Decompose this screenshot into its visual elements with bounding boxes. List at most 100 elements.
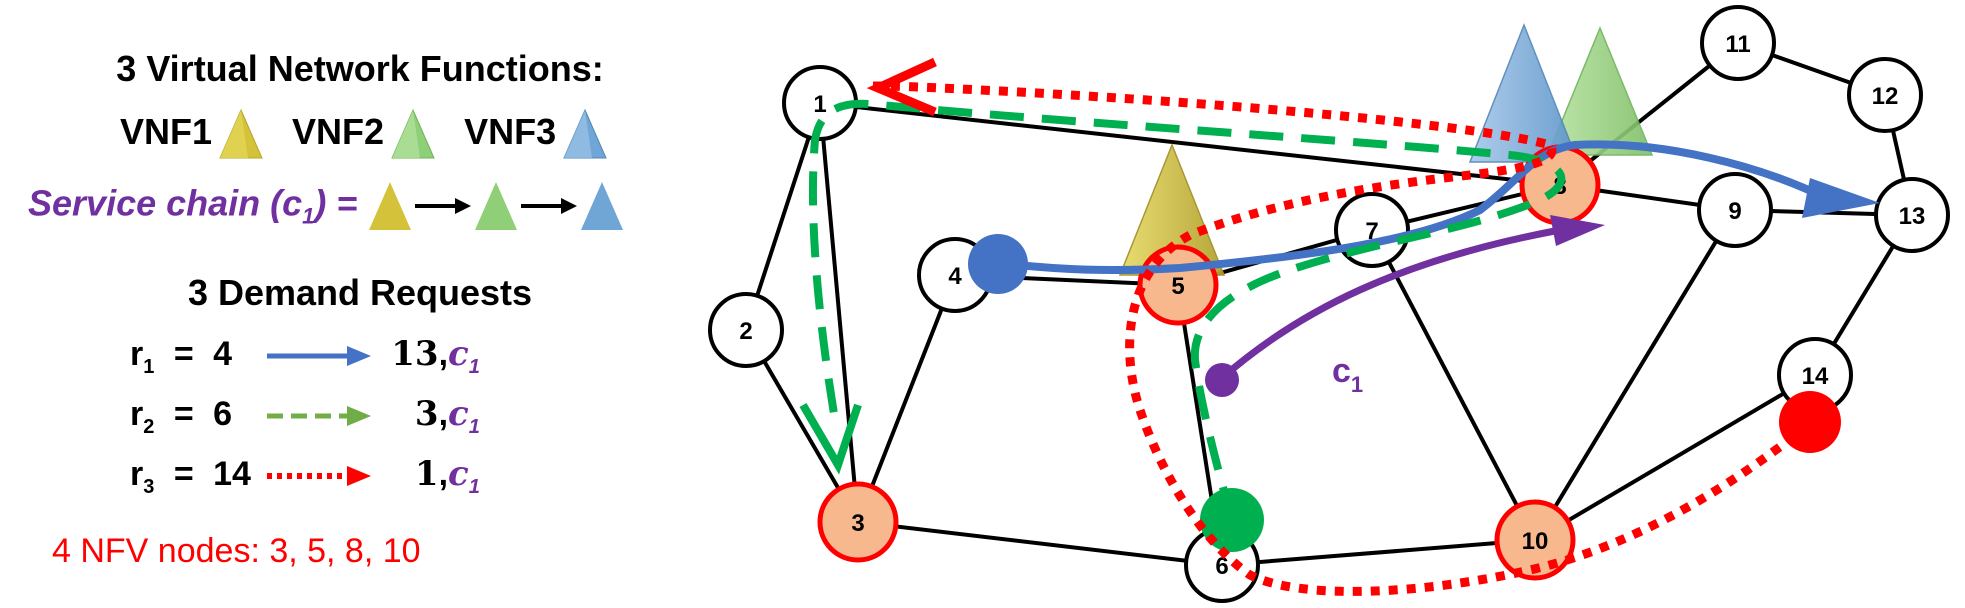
request-r2-src: 6 — [213, 395, 233, 433]
chain-arrow-icon — [521, 198, 578, 214]
solid-arrow-icon — [267, 346, 372, 367]
service-chain-eq: ) = — [314, 182, 358, 224]
vnf2-label: VNF2 — [292, 110, 385, 152]
vnf1-label: VNF1 — [120, 110, 213, 152]
request-r3-chain-sub: 1 — [468, 475, 480, 498]
request-r2-source-dot — [1200, 488, 1264, 552]
vnf-legend-row: VNF1 VNF2 VNF3 — [120, 108, 840, 160]
vnf3-triangle-icon — [563, 108, 607, 159]
edge-1-2 — [744, 102, 822, 331]
request-r1: r1 = 4 13,c1 — [130, 334, 480, 378]
service-chain-label: Service chain (c — [28, 182, 303, 224]
request-r3-src: 14 — [213, 455, 251, 493]
node-11: 11 — [1700, 5, 1776, 81]
edge-3-4 — [856, 274, 957, 523]
chain-vnf2-icon — [475, 182, 518, 230]
request-r2-sub: 2 — [143, 415, 155, 438]
legend-panel: 3 Virtual Network Functions: VNF1 VNF2 V… — [0, 0, 730, 608]
node-7: 7 — [1334, 192, 1410, 268]
chain-c1-path — [1219, 226, 1561, 381]
request-r1-arrowhead-icon — [1802, 178, 1880, 218]
request-r2-chain-sub: 1 — [468, 415, 480, 438]
request-r1-src: 4 — [213, 335, 233, 373]
request-r1-eq: = — [173, 335, 194, 373]
vnf3-label: VNF3 — [464, 110, 557, 152]
vnf-title: 3 Virtual Network Functions: — [116, 48, 604, 89]
nfv-nodes-note: 4 NFV nodes: 3, 5, 8, 10 — [52, 532, 421, 570]
request-r1-source-dot — [968, 234, 1028, 294]
node-circle-9 — [1697, 172, 1773, 248]
node-circle-10 — [1494, 499, 1576, 581]
request-r3-eq: = — [173, 455, 194, 493]
request-r1-dst: 13 — [391, 334, 439, 374]
request-r2-chain: c — [448, 394, 469, 434]
vnf2-on-node8-icon — [1546, 26, 1654, 156]
node-label-2: 2 — [739, 318, 752, 345]
node-label-12: 12 — [1872, 83, 1899, 110]
node-circle-12 — [1847, 57, 1923, 133]
node-label-3: 3 — [851, 510, 864, 537]
edge-7-10 — [1370, 229, 1537, 541]
node-10: 10 — [1494, 499, 1576, 581]
edge-3-6 — [857, 520, 1223, 567]
node-label-9: 9 — [1728, 198, 1741, 225]
node-2: 2 — [708, 292, 784, 368]
chain-c1-origin-dot — [1205, 363, 1239, 397]
request-r2-name: r — [130, 395, 144, 433]
request-r1-sub: 1 — [143, 355, 155, 378]
request-r3-path — [869, 81, 1811, 596]
request-r1-path — [994, 140, 1834, 275]
service-chain-sub: 1 — [302, 203, 315, 229]
edge-9-10 — [1533, 208, 1737, 542]
request-r3-dst: 1 — [414, 454, 439, 494]
request-paths: c1 — [799, 57, 1880, 596]
chain-c1-label: c1 — [1332, 352, 1363, 397]
node-label-1: 1 — [813, 91, 826, 118]
service-chain-row: Service chain (c1) = — [28, 180, 748, 232]
node-label-13: 13 — [1899, 203, 1926, 230]
request-r2-path — [808, 99, 1566, 522]
chain-c1-arrowhead-icon — [1550, 215, 1605, 246]
node-circle-2 — [708, 292, 784, 368]
node-label-10: 10 — [1522, 528, 1549, 555]
request-r1-name: r — [130, 335, 144, 373]
request-r3-source-dot — [1779, 391, 1841, 453]
request-r2-arrowhead-icon — [799, 402, 862, 475]
node-label-6: 6 — [1215, 553, 1228, 580]
node-label-11: 11 — [1725, 31, 1750, 58]
edge-6-10 — [1221, 538, 1536, 567]
request-r3-name: r — [130, 455, 144, 493]
edge-10-14 — [1533, 373, 1817, 542]
request-r2: r2 = 6 3,c1 — [130, 394, 480, 438]
node-3: 3 — [817, 481, 899, 563]
chain-vnf3-icon — [581, 182, 624, 230]
node-5: 5 — [1137, 244, 1219, 326]
node-circle-11 — [1700, 5, 1776, 81]
request-r3-chain: c — [448, 454, 469, 494]
demand-title: 3 Demand Requests — [187, 272, 533, 313]
dotted-arrow-icon — [267, 466, 372, 487]
node-label-7: 7 — [1365, 218, 1378, 245]
request-r3-sub: 3 — [143, 475, 155, 498]
edge-1-3 — [818, 102, 860, 523]
dashed-arrow-icon — [267, 406, 372, 427]
chain-vnf1-icon — [369, 182, 412, 230]
node-13: 13 — [1874, 177, 1950, 253]
node-circle-13 — [1874, 177, 1950, 253]
request-r2-dst: 3 — [414, 394, 439, 434]
request-r2-eq: = — [173, 395, 194, 433]
request-r1-chain-sub: 1 — [468, 355, 480, 378]
request-r3: r3 = 14 1,c1 — [130, 454, 480, 498]
vnf1-triangle-icon — [219, 108, 263, 159]
node-circle-3 — [817, 481, 899, 563]
chain-arrow-icon — [415, 198, 472, 214]
vnf2-triangle-icon — [391, 108, 435, 159]
node-12: 12 — [1847, 57, 1923, 133]
request-r1-chain: c — [448, 334, 469, 374]
node-label-14: 14 — [1802, 363, 1829, 390]
node-9: 9 — [1697, 172, 1773, 248]
node-label-5: 5 — [1171, 273, 1184, 300]
vnf-placements — [1118, 22, 1654, 276]
request-r3-arrowhead-icon — [866, 57, 937, 117]
